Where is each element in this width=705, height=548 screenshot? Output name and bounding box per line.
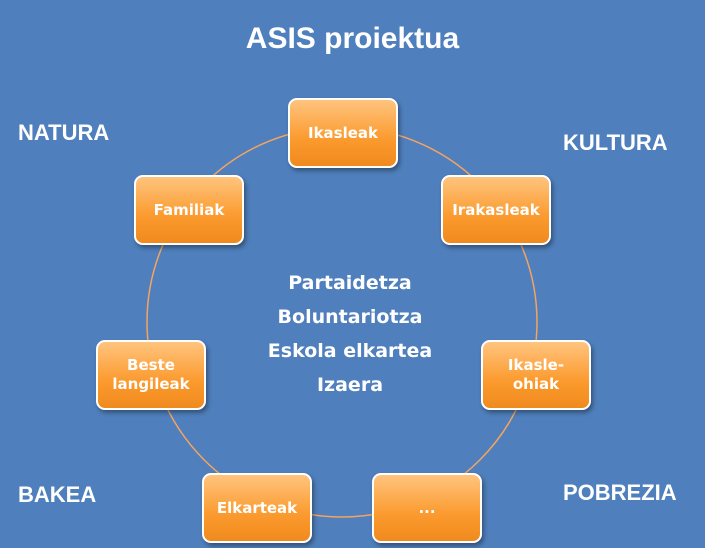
node-more: ... bbox=[372, 473, 482, 543]
node-ikasleak: Ikasleak bbox=[288, 98, 398, 168]
node-elkarteak: Elkarteak bbox=[202, 473, 312, 543]
label-natura: NATURA bbox=[18, 120, 110, 145]
node-label: Ikasleak bbox=[307, 123, 379, 142]
node-label: langileak bbox=[112, 375, 190, 393]
label-bakea: BAKEA bbox=[18, 482, 97, 507]
center-line: Eskola elkartea bbox=[267, 340, 433, 362]
node-familiak: Familiak bbox=[134, 175, 244, 245]
label-kultura: KULTURA bbox=[563, 130, 668, 155]
label-pobrezia: POBREZIA bbox=[563, 480, 677, 505]
slide-title: ASIS proiektua bbox=[245, 22, 460, 55]
node-label: Elkarteak bbox=[216, 498, 298, 517]
center-line: Izaera bbox=[316, 374, 384, 396]
center-line: Partaidetza bbox=[288, 272, 412, 294]
node-irakasleak: Irakasleak bbox=[441, 175, 551, 245]
node-label: Irakasleak bbox=[452, 200, 540, 219]
center-line: Boluntariotza bbox=[277, 306, 423, 328]
node-ikasle-ohiak: Ikasle-ohiak bbox=[481, 340, 591, 410]
node-label: Ikasle- bbox=[507, 356, 565, 374]
node-label: ... bbox=[418, 498, 436, 517]
center-text: Partaidetza Boluntariotza Eskola elkarte… bbox=[250, 266, 450, 402]
node-label: Familiak bbox=[153, 200, 225, 219]
node-label: ohiak bbox=[512, 375, 560, 393]
node-label: Beste bbox=[127, 356, 175, 374]
